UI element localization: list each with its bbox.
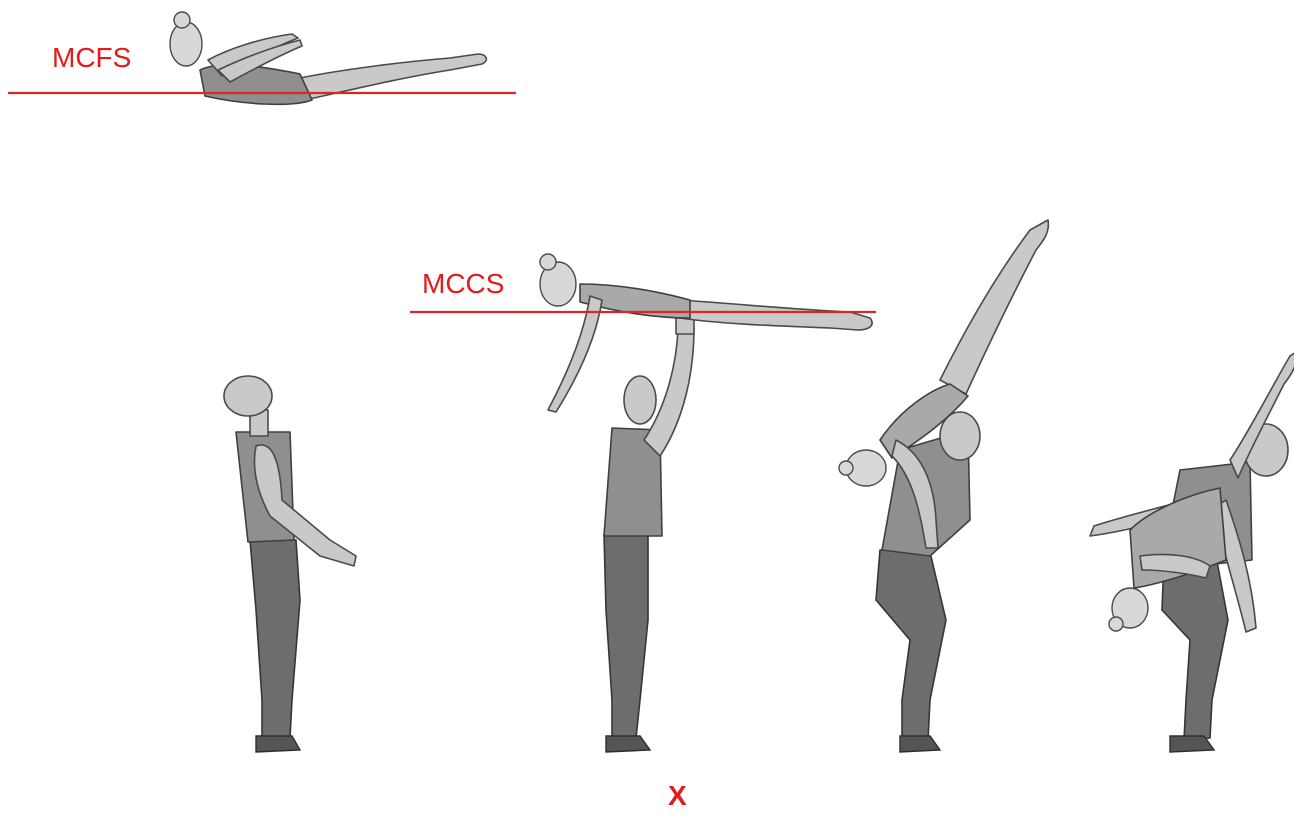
mcfs-label: MCFS	[52, 44, 131, 72]
base-standing-figure	[224, 376, 356, 752]
flyer-horizontal-figure	[170, 12, 486, 104]
mccs-label: MCCS	[422, 270, 504, 298]
back-carry-figure	[1090, 352, 1294, 752]
inverted-catch-figure	[839, 220, 1048, 752]
x-label: X	[668, 782, 687, 810]
overhead-lift-figure	[540, 254, 872, 752]
